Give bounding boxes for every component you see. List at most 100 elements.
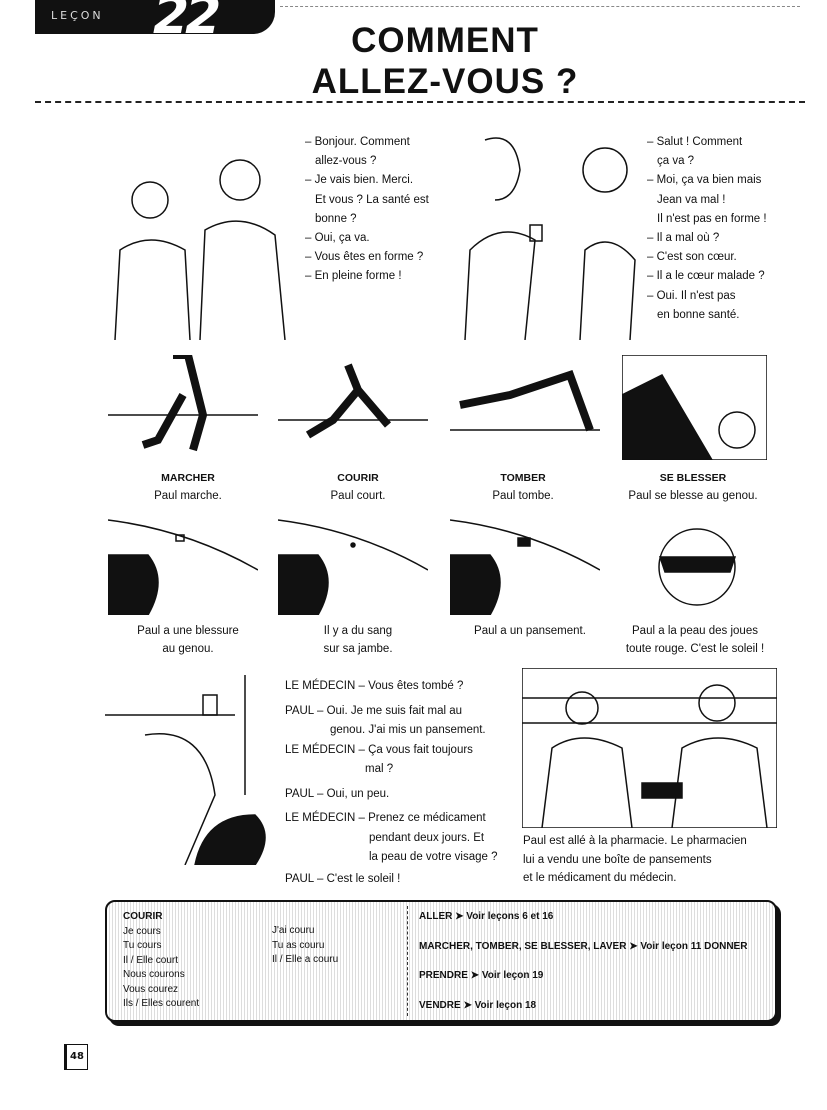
speaker: LE MÉDECIN (285, 812, 356, 824)
dialog-line: la peau de votre visage ? (369, 851, 498, 863)
conjugation-line: Il / Elle a couru (272, 954, 339, 965)
verb-sentence: Paul court. (330, 490, 386, 502)
illustration-bandage (449, 510, 601, 616)
illustration-two-people-greeting (105, 140, 295, 341)
dialog-line: PAUL – C'est le soleil ! (285, 872, 401, 885)
speaker: PAUL (285, 872, 314, 885)
verb-label: SE BLESSER (659, 472, 727, 484)
caption-line: lui a vendu une boîte de pansements (523, 853, 712, 866)
lesson-number: 22 (153, 0, 221, 46)
line: Prenez ce médicament (368, 812, 486, 824)
illustration-wound (107, 510, 259, 616)
verb-sentence: Paul se blesse au genou. (628, 490, 758, 502)
grammar-box: COURIR Je cours Tu cours Il / Elle court… (105, 900, 777, 1022)
verb-marcher: MARCHER Paul marche. (103, 469, 273, 505)
illustration-sunburned-face (630, 512, 765, 617)
dialog-line: – Oui. Il n'est pas (647, 289, 736, 302)
cross-references: ALLER ➤ Voir leçons 6 et 16 MARCHER, TOM… (419, 910, 747, 1013)
dialog-greeting: – Bonjour. Comment allez-vous ? – Je vai… (305, 133, 429, 287)
dialog-line: Et vous ? La santé est (315, 193, 429, 206)
speaker: PAUL (285, 704, 314, 717)
caption-line: au genou. (162, 643, 214, 655)
illustration-pharmacy (521, 667, 778, 829)
caption-line: et le médicament du médecin. (523, 872, 677, 884)
dialog-line: pendant deux jours. Et (369, 831, 485, 844)
dialog-line: – En pleine forme ! (305, 270, 402, 283)
speaker: LE MÉDECIN (285, 680, 356, 692)
caption-blood: Il y a du sang sur sa jambe. (273, 622, 443, 658)
page-title: COMMENT ALLEZ-VOUS ? (240, 20, 650, 102)
dialog-line: LE MÉDECIN – Vous êtes tombé ? (285, 680, 464, 692)
caption-line: Il y a du sang (323, 625, 393, 637)
illustration-walking (108, 351, 258, 460)
verb-se-blesser: SE BLESSER Paul se blesse au genou. (608, 469, 778, 505)
conjugation-line: Tu as couru (272, 939, 325, 951)
caption-line: sur sa jambe. (323, 643, 393, 655)
dialog-line: – C'est son cœur. (647, 251, 737, 264)
title-line-1: COMMENT (351, 21, 539, 60)
reference-line: VENDRE ➤ Voir leçon 18 (419, 999, 537, 1011)
conjugation-line: Il / Elle court (123, 954, 179, 966)
caption-line: toute rouge. C'est le soleil ! (625, 643, 765, 655)
verb-heading: COURIR (123, 911, 163, 922)
line: Vous êtes tombé ? (368, 680, 464, 692)
dialog-line: – Salut ! Comment (647, 136, 743, 148)
box-divider (407, 906, 408, 1016)
dialog-line: – Je vais bien. Merci. (305, 174, 414, 187)
reference-line: PRENDRE ➤ Voir leçon 19 (419, 970, 544, 981)
dialog-line: – Oui, ça va. (305, 232, 370, 245)
verb-sentence: Paul tombe. (492, 490, 554, 502)
illustration-woman-holding-cup (445, 130, 575, 341)
present-conjugation: COURIR Je cours Tu cours Il / Elle court… (123, 910, 199, 1012)
illustration-blood (277, 510, 429, 616)
pharmacy-caption: Paul est allé à la pharmacie. Le pharmac… (523, 832, 747, 888)
verb-sentence: Paul marche. (154, 490, 222, 502)
conjugation-line: J'ai couru (272, 925, 315, 936)
dialog-line: ça va ? (657, 155, 695, 168)
lesson-tab: LEÇON 22 (35, 0, 275, 46)
speaker: LE MÉDECIN (285, 743, 356, 756)
line: Ça vous fait toujours (368, 743, 473, 756)
conjugation-line: Nous courons (123, 969, 185, 980)
verb-label: COURIR (337, 472, 379, 484)
dialog-line: allez-vous ? (315, 155, 377, 168)
conjugation-line: Je cours (123, 925, 161, 937)
speaker: PAUL (285, 787, 314, 800)
dialog-line: mal ? (365, 763, 394, 775)
dialog-line: – Il a le cœur malade ? (647, 270, 765, 283)
caption-bandage: Paul a un pansement. (445, 622, 615, 640)
dialog-line: – Bonjour. Comment (305, 136, 410, 148)
title-divider (35, 101, 805, 103)
illustration-man-hand-on-chin (575, 130, 645, 341)
dialog-line: bonne ? (315, 212, 357, 225)
dialog-line: – Il a mal où ? (647, 232, 720, 245)
caption-line: Paul a un pansement. (474, 625, 586, 637)
dialog-line: Jean va mal ! (657, 193, 726, 206)
verb-label: MARCHER (161, 472, 215, 484)
verb-courir: COURIR Paul court. (273, 469, 443, 505)
dialog-line: LE MÉDECIN – Prenez ce médicament (285, 812, 486, 824)
dialog-line: – Moi, ça va bien mais (647, 174, 762, 187)
dialog-line: en bonne santé. (657, 308, 740, 321)
verb-label: TOMBER (500, 472, 546, 484)
top-divider (280, 6, 800, 7)
dialog-line: genou. J'ai mis un pansement. (330, 724, 486, 736)
dialog-jean: – Salut ! Comment ça va ? – Moi, ça va b… (647, 133, 767, 325)
verb-tomber: TOMBER Paul tombe. (438, 469, 608, 505)
line: Oui. Je me suis fait mal au (326, 704, 463, 717)
conjugation-line: Tu cours (123, 940, 162, 951)
reference-line: ALLER ➤ Voir leçons 6 et 16 (419, 911, 554, 922)
page-number: 48 (64, 1044, 88, 1070)
line: Oui, un peu. (326, 787, 390, 800)
line: C'est le soleil ! (326, 872, 401, 885)
dialog-line: LE MÉDECIN – Ça vous fait toujours (285, 743, 473, 756)
caption-line: Paul est allé à la pharmacie. Le pharmac… (523, 835, 747, 847)
illustration-running (278, 360, 428, 460)
illustration-hurting-knee (621, 354, 768, 461)
dialog-line: PAUL – Oui, un peu. (285, 787, 390, 800)
title-line-2: ALLEZ-VOUS ? (311, 62, 579, 101)
dialog-line: PAUL – Oui. Je me suis fait mal au (285, 704, 463, 717)
dialog-line: Il n'est pas en forme ! (657, 212, 767, 225)
caption-line: Paul a une blessure (137, 625, 239, 637)
doctor-dialog: LE MÉDECIN – Vous êtes tombé ? PAUL – Ou… (285, 677, 525, 889)
